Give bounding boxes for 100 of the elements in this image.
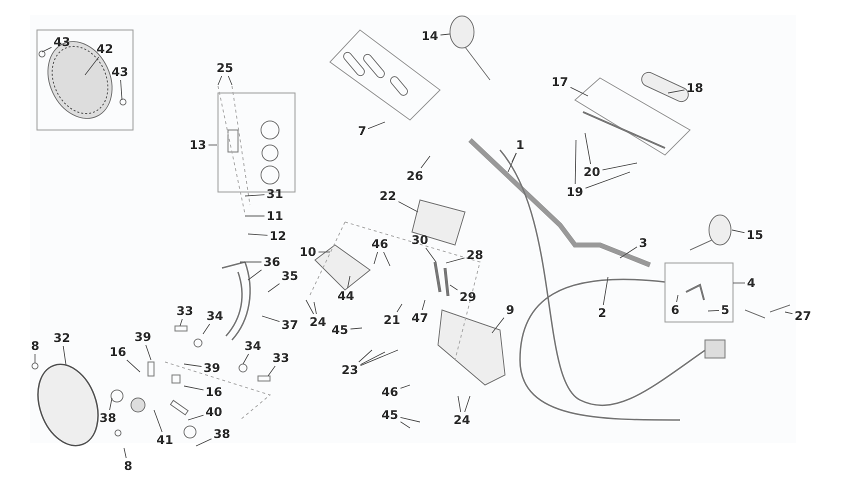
callout-number: 21 <box>384 313 400 327</box>
leader-line <box>184 364 202 367</box>
leader-line <box>732 282 746 284</box>
leader-line <box>196 438 212 446</box>
callout-number: 32 <box>54 331 70 345</box>
leader-line <box>202 324 210 334</box>
leader-line <box>314 302 317 314</box>
callout-number: 19 <box>566 185 584 199</box>
leader-line <box>398 201 418 212</box>
leader-line <box>458 396 462 412</box>
callout-number: 15 <box>746 228 764 242</box>
leader-line <box>570 86 588 96</box>
callout-number: 1 <box>516 138 524 152</box>
callout-number: 34 <box>244 339 262 353</box>
leader-line <box>42 46 52 52</box>
callout-number: 33 <box>272 351 290 365</box>
leader-line <box>180 318 183 326</box>
leader-line <box>126 360 140 372</box>
callout-number: 31 <box>266 187 284 201</box>
leader-line <box>668 89 685 94</box>
callout-number: 8 <box>31 339 40 353</box>
leader-line <box>248 269 262 280</box>
callout-number: 25 <box>216 61 234 75</box>
callout-number: 16 <box>110 345 126 359</box>
leader-line <box>620 246 638 258</box>
leader-line <box>676 294 678 302</box>
callout-number: 9 <box>506 303 514 317</box>
leader-line <box>145 344 152 360</box>
callout-number: 46 <box>372 237 388 251</box>
callout-number: 44 <box>338 289 354 303</box>
callout-number: 17 <box>552 75 568 89</box>
callout-number: 41 <box>156 433 174 447</box>
leader-line <box>602 162 638 170</box>
callout-number: 20 <box>584 165 600 179</box>
leader-line <box>425 248 436 262</box>
leader-line <box>262 316 280 322</box>
leader-line <box>208 144 218 146</box>
leader-line <box>228 76 232 86</box>
leader-line <box>358 350 372 362</box>
callout-number: 8 <box>124 459 132 473</box>
callout-number: 24 <box>310 315 326 329</box>
callout-number: 3 <box>639 236 648 250</box>
callout-number: 6 <box>671 303 680 317</box>
leader-line <box>347 276 350 288</box>
leader-line <box>708 310 720 312</box>
leader-line <box>420 156 430 168</box>
leader-line <box>400 421 410 428</box>
callout-number: 13 <box>190 138 206 152</box>
leader-line <box>248 234 268 236</box>
leader-line <box>584 132 592 164</box>
callout-number: 23 <box>342 363 358 377</box>
callout-number: 35 <box>282 269 298 283</box>
callout-number: 46 <box>382 385 398 399</box>
leader-line <box>306 300 314 314</box>
leader-line <box>84 56 100 76</box>
callout-number: 4 <box>747 276 756 290</box>
callout-number: 10 <box>300 245 316 259</box>
leader-line <box>383 252 390 266</box>
callout-number: 27 <box>794 309 812 323</box>
callout-number: 5 <box>721 303 730 317</box>
callout-number: 45 <box>332 323 348 337</box>
callout-number: 14 <box>422 29 438 43</box>
leader-line <box>268 366 276 376</box>
callout-number: 30 <box>412 233 428 247</box>
callout-number: 38 <box>214 427 230 441</box>
callout-number: 26 <box>406 169 424 183</box>
leader-line <box>400 384 410 389</box>
leader-line <box>422 300 426 310</box>
callout-number: 34 <box>206 309 224 323</box>
leader-line <box>360 350 398 366</box>
callout-number: 47 <box>412 311 428 325</box>
callout-number: 37 <box>282 318 298 332</box>
callout-number: 40 <box>206 405 222 419</box>
leader-line <box>400 416 420 422</box>
callout-number: 39 <box>204 361 220 375</box>
leader-line <box>34 354 36 364</box>
callout-number: 16 <box>206 385 222 399</box>
callout-number: 28 <box>466 248 484 262</box>
leader-line <box>368 122 386 130</box>
leader-line <box>360 352 386 366</box>
callout-number: 33 <box>176 304 194 318</box>
leader-line <box>268 283 280 292</box>
leader-line <box>512 152 517 162</box>
leader-line <box>450 284 458 290</box>
leader-line <box>120 80 122 100</box>
leader-line <box>109 398 112 410</box>
leader-line <box>602 276 608 306</box>
leader-line <box>396 304 402 312</box>
callout-number: 2 <box>598 306 606 320</box>
leader-line <box>244 194 265 196</box>
leader-line <box>62 346 66 366</box>
callout-number: 38 <box>100 411 116 425</box>
leader-line <box>492 317 504 334</box>
callout-number: 7 <box>358 124 366 138</box>
leader-line <box>218 76 222 86</box>
leader-line <box>585 172 630 189</box>
leader-line <box>184 386 204 390</box>
callout-number: 22 <box>380 189 396 203</box>
callout-number: 24 <box>454 413 470 427</box>
leader-line <box>464 396 470 412</box>
